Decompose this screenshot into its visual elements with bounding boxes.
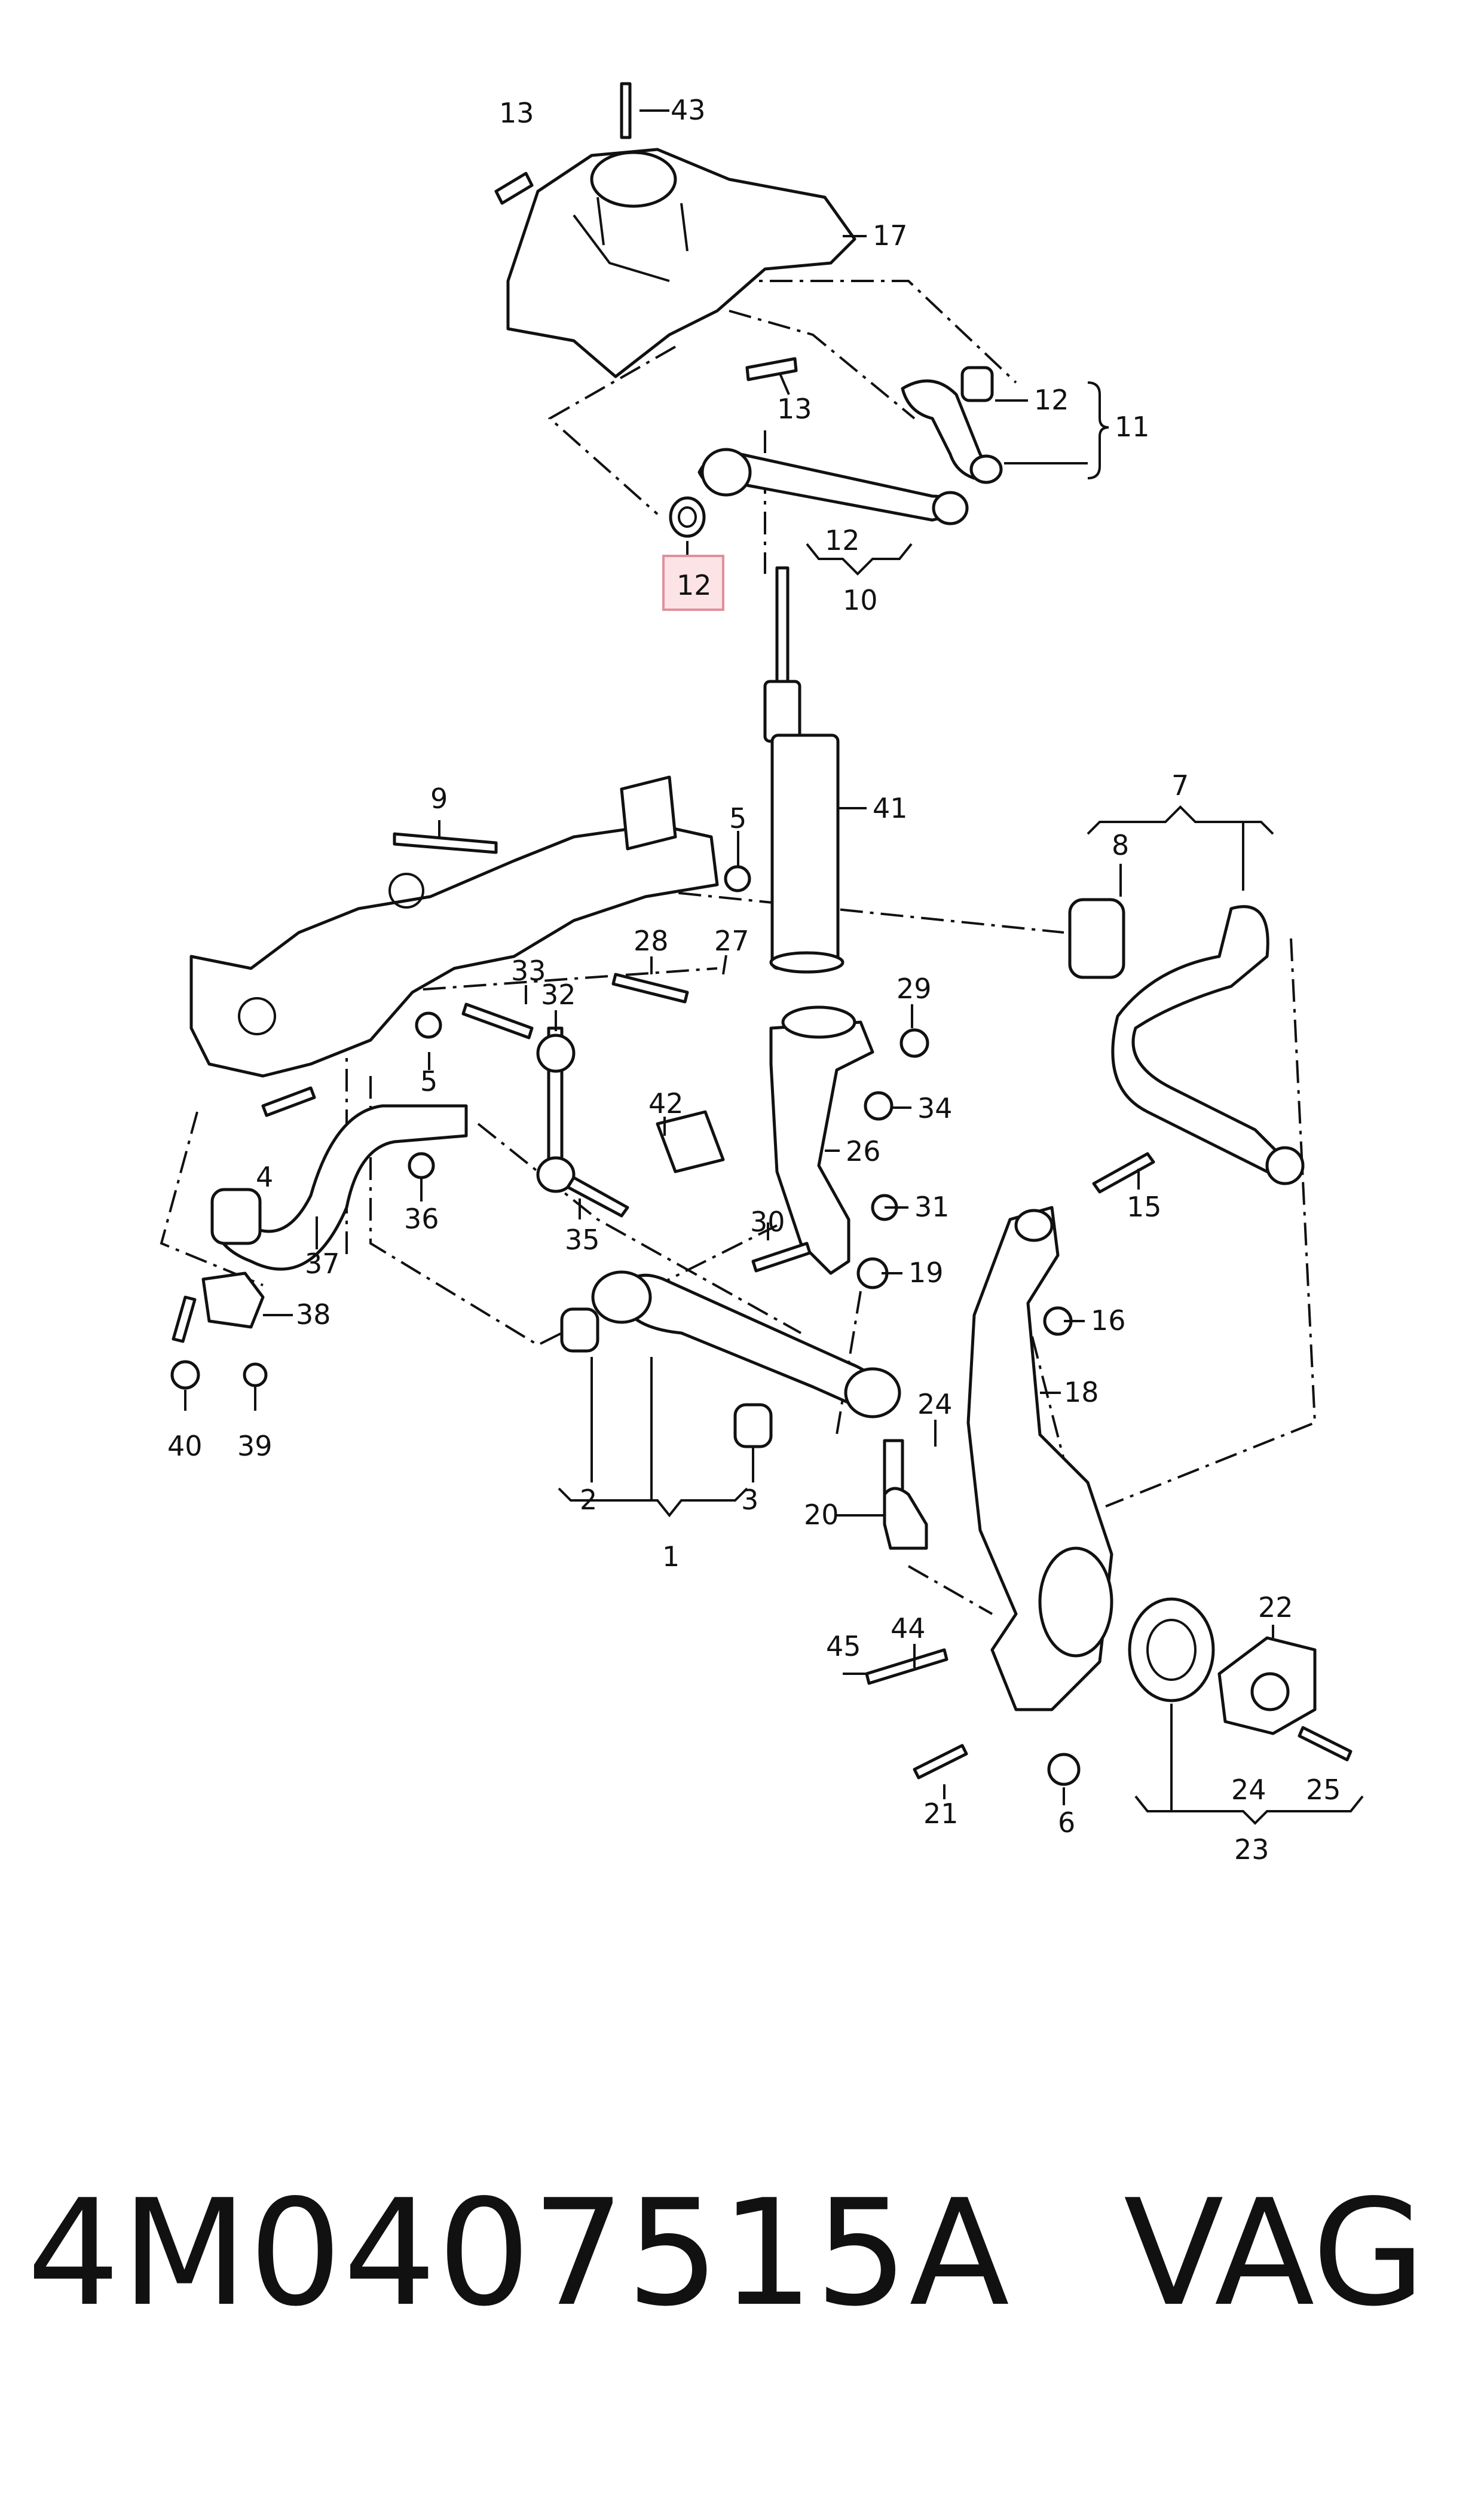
callout: 8 <box>1112 829 1129 861</box>
callout: 22 <box>1258 1591 1293 1624</box>
leader-lines <box>184 109 1364 1825</box>
callout: 23 <box>1234 1833 1269 1866</box>
callout: 2 <box>580 1484 597 1516</box>
wheel-bearing-22-23 <box>1128 1597 1317 1735</box>
callout: 20 <box>804 1499 839 1531</box>
footer-caption: 4M0407515A VAG <box>0 2164 1484 2343</box>
callout: 36 <box>404 1203 439 1235</box>
callout: 31 <box>914 1191 950 1223</box>
callout: 35 <box>565 1224 600 1256</box>
callout: 30 <box>750 1206 785 1238</box>
stabilizer-bar-37 <box>210 1104 468 1271</box>
callout: 27 <box>714 925 749 957</box>
upper-arm-10 <box>697 448 969 525</box>
callout: 7 <box>1171 769 1189 802</box>
callout: 9 <box>430 782 448 815</box>
exploded-suspension-diagram: 13 43 17 13 12 11 12 12 10 9 5 41 7 8 28… <box>160 82 1364 1866</box>
callout: 45 <box>826 1630 861 1662</box>
callout: 1 <box>662 1540 680 1573</box>
callout: 42 <box>648 1087 684 1120</box>
callout: 12 <box>1034 384 1069 416</box>
shock-absorber-41 <box>763 566 844 974</box>
callout: 29 <box>896 973 932 1005</box>
callout: 26 <box>846 1135 881 1167</box>
callout: 40 <box>167 1430 203 1462</box>
bolts-and-nuts <box>170 82 1353 1786</box>
callout: 24 <box>1231 1774 1266 1806</box>
strut-mount-17 <box>506 148 856 378</box>
callout: 39 <box>237 1430 273 1462</box>
upper-arm-11 <box>901 366 1003 484</box>
highlight-box <box>662 555 724 611</box>
callout: 5 <box>729 802 746 834</box>
callout: 21 <box>923 1797 959 1830</box>
coupling-rod-32 <box>536 1026 576 1193</box>
callout: 3 <box>741 1484 758 1516</box>
callout: 17 <box>873 219 908 252</box>
callout: 13 <box>777 393 812 425</box>
ball-joint-20 <box>883 1439 928 1550</box>
wheel-bearing-housing-18 <box>966 1206 1113 1711</box>
callout: 24 <box>917 1388 953 1420</box>
callout: 44 <box>891 1612 926 1644</box>
callout: 11 <box>1115 411 1150 443</box>
callout: 38 <box>296 1298 331 1331</box>
callout-labels: 13 43 17 13 12 11 12 12 10 9 5 41 7 8 28… <box>167 94 1341 1866</box>
callout: 33 <box>511 955 546 987</box>
callout: 15 <box>1127 1191 1162 1223</box>
callout: 41 <box>873 792 908 824</box>
lower-arm-1 <box>560 1270 901 1448</box>
callout: 18 <box>1064 1376 1099 1408</box>
lower-arm-7 <box>1068 898 1305 1185</box>
brand-name: VAG <box>1124 2168 1426 2338</box>
callout-highlighted: 12 <box>677 569 712 601</box>
fork-26 <box>769 1005 874 1275</box>
callout: 5 <box>420 1065 437 1097</box>
callout: 19 <box>908 1257 944 1289</box>
callout: 28 <box>634 925 669 957</box>
callout: 25 <box>1306 1774 1341 1806</box>
bushing-12-highlighted <box>669 496 706 538</box>
callout: 10 <box>843 584 878 616</box>
callout: 4 <box>256 1161 273 1193</box>
callout: 13 <box>499 97 534 129</box>
callout: 12 <box>825 524 860 557</box>
callout: 43 <box>671 94 706 126</box>
callout: 16 <box>1091 1304 1126 1337</box>
callout: 32 <box>541 979 576 1011</box>
callout: 34 <box>917 1092 953 1124</box>
callout: 37 <box>305 1248 340 1280</box>
subframe <box>189 823 719 1078</box>
part-number: 4M0407515A <box>27 2168 1011 2338</box>
callout: 6 <box>1058 1806 1075 1839</box>
